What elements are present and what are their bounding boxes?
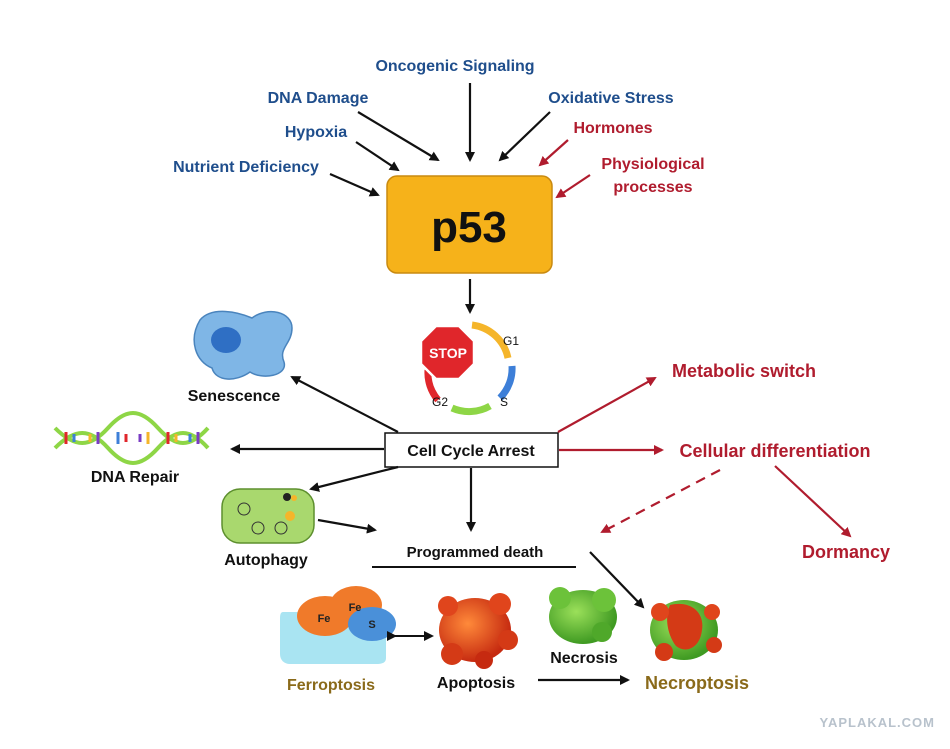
stop-sign-icon — [419, 324, 476, 381]
cell-cycle-arrest-label: Cell Cycle Arrest — [407, 443, 535, 460]
label-oxidative-stress: Oxidative Stress — [548, 90, 674, 107]
arrow-dna-damage — [357, 111, 440, 162]
autophagy-cell-icon — [221, 488, 315, 544]
necrosis-label: Necrosis — [550, 650, 618, 667]
senescence-cell-icon — [193, 310, 293, 380]
arrow-death-to-necroptosis — [589, 551, 645, 609]
label-nutrient-deficiency: Nutrient Deficiency — [173, 159, 319, 176]
watermark: YAPLAKAL.COM — [819, 715, 935, 730]
fe-label-1: Fe — [318, 613, 331, 625]
arrow-to-dormancy — [774, 465, 852, 538]
senescence-label: Senescence — [188, 388, 281, 405]
necrosis-icon — [549, 587, 617, 644]
cellular-differentiation-label: Cellular differentiation — [679, 441, 870, 461]
stop-label: STOP — [429, 345, 467, 361]
s-label: S — [368, 619, 375, 631]
fe-label-2: Fe — [349, 602, 362, 614]
label-hormones: Hormones — [573, 120, 652, 137]
arrow-dashed-to-death — [600, 469, 721, 533]
dormancy-label: Dormancy — [802, 542, 890, 562]
ferroptosis-icon: Fe Fe S — [280, 586, 396, 664]
dna-repair-label: DNA Repair — [91, 469, 179, 486]
arrow-nutrient — [329, 172, 380, 197]
metabolic-switch-label: Metabolic switch — [672, 361, 816, 381]
phase-g1: G1 — [503, 334, 519, 348]
apoptosis-icon — [438, 593, 518, 669]
label-hypoxia: Hypoxia — [285, 124, 347, 141]
cell-cycle-icon: STOP G1 S G2 — [419, 321, 519, 416]
necroptosis-label: Necroptosis — [645, 673, 749, 693]
dna-helix-icon — [53, 411, 210, 465]
cell-cycle-arrest-box — [384, 432, 559, 468]
autophagy-label: Autophagy — [224, 552, 308, 569]
arrow-to-senescence — [290, 376, 399, 433]
phase-s: S — [500, 395, 508, 409]
arrow-autophagy-to-death — [317, 518, 377, 534]
phase-g2: G2 — [432, 395, 448, 409]
label-oncogenic-signaling: Oncogenic Signaling — [375, 58, 534, 75]
arrow-hypoxia — [355, 141, 400, 172]
arrow-to-autophagy — [309, 465, 399, 492]
arrow-hormones — [538, 139, 569, 167]
p53-label: p53 — [431, 203, 507, 252]
apoptosis-label: Apoptosis — [437, 675, 515, 692]
arrow-oxidative — [498, 111, 551, 162]
arrow-to-metabolic-switch — [557, 377, 657, 433]
ferroptosis-label: Ferroptosis — [287, 677, 375, 694]
p53-box — [386, 175, 553, 274]
label-physiological: Physiological — [601, 156, 704, 173]
arrow-physiological — [555, 174, 591, 199]
label-dna-damage: DNA Damage — [268, 90, 369, 107]
programmed-death-label: Programmed death — [407, 544, 544, 561]
label-processes: processes — [613, 179, 692, 196]
necroptosis-icon — [650, 600, 722, 661]
